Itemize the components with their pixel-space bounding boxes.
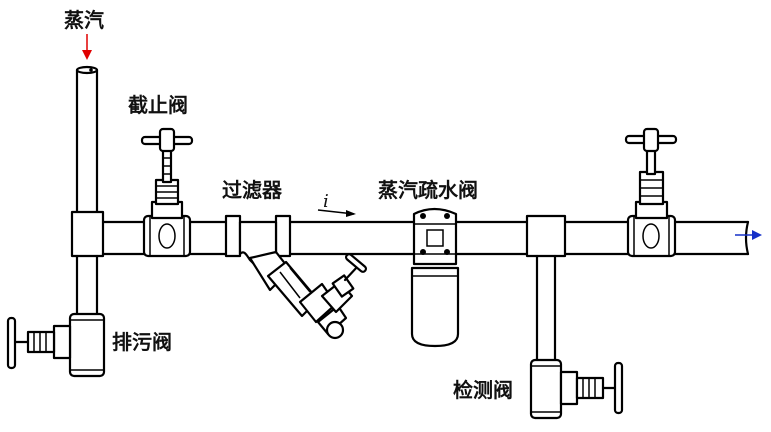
globe-valve-left	[140, 127, 194, 258]
steam-inlet-pipe	[75, 65, 99, 214]
strainer-label: 过滤器	[222, 178, 282, 202]
globe-valve-right	[624, 127, 678, 258]
test-valve	[529, 358, 624, 420]
steam-trap	[410, 207, 460, 348]
main-pipe	[101, 220, 750, 256]
globe-valve-label: 截止阀	[128, 93, 188, 117]
y-strainer	[224, 214, 367, 340]
drain-valve	[6, 312, 106, 378]
test-branch-tee	[525, 214, 567, 364]
steam-label: 蒸汽	[64, 8, 104, 32]
steam-trap-label: 蒸汽疏水阀	[378, 178, 478, 202]
outlet-flow-arrow	[735, 230, 762, 240]
test-valve-label: 检测阀	[453, 378, 513, 402]
drain-valve-label: 排污阀	[112, 330, 172, 354]
inlet-tee	[70, 210, 105, 317]
slope-arrow	[317, 209, 356, 217]
steam-inlet-arrow	[82, 34, 92, 60]
slope-symbol: i	[323, 191, 329, 212]
